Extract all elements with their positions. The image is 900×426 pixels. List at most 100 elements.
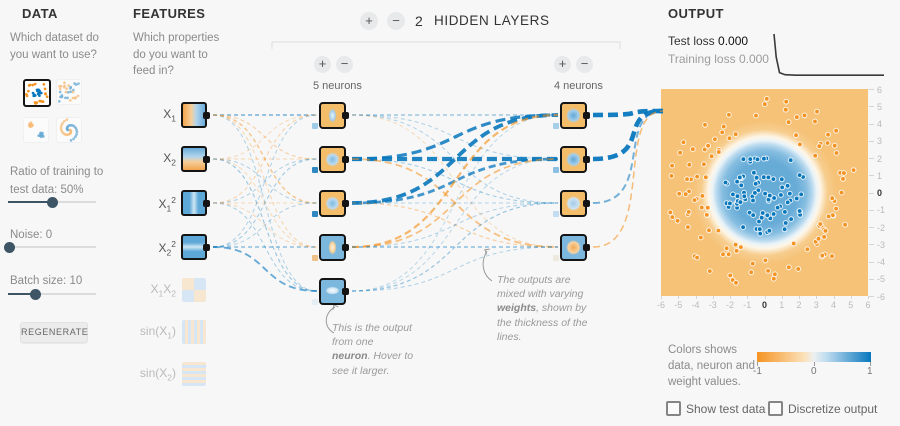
weight-connection (351, 113, 559, 249)
show-test-data-checkbox[interactable] (666, 401, 681, 416)
color-scale (757, 352, 871, 362)
y-tick-mark (869, 227, 874, 228)
dataset-gaussian[interactable] (23, 117, 49, 143)
feature-x1sq[interactable] (181, 190, 210, 216)
discretize-output-checkbox[interactable] (768, 401, 783, 416)
training-loss-value: 0.000 (738, 52, 769, 66)
neuron-output-nub (342, 244, 349, 251)
neuron-bias-square (553, 167, 559, 173)
x-tick-mark (747, 296, 749, 299)
weight-connection (592, 110, 664, 248)
x-tick-mark (712, 296, 714, 299)
dataset-exclusive-or[interactable] (56, 79, 82, 105)
slider-track-1[interactable] (4, 241, 96, 253)
slider-label-1: Noise: 0 (10, 229, 53, 241)
layer2-add-neuron-button[interactable]: + (554, 56, 571, 73)
color-scale-label-pos: 1 (867, 366, 873, 377)
hidden2-neuron-3[interactable] (553, 190, 590, 217)
layer2-neuron-count: 4 neurons (554, 80, 603, 92)
color-scale-label-neg: -1 (753, 366, 762, 377)
x-tick-label: 1 (779, 300, 785, 310)
feature-label-part: 2 (167, 372, 172, 383)
y-tick-label: 0 (877, 188, 883, 198)
hidden1-neuron-2[interactable] (312, 146, 349, 173)
slider-knob-1[interactable] (4, 241, 16, 253)
slider-track-2[interactable] (8, 288, 96, 300)
hidden1-neuron-5[interactable] (312, 278, 349, 305)
annotation-weights: The outputs are mixed with varying weigh… (497, 273, 589, 344)
neuron-bias-square (553, 255, 559, 261)
y-tick-mark (869, 175, 874, 177)
y-tick-mark (869, 123, 874, 125)
slider-track-0[interactable] (8, 196, 96, 208)
hidden1-neuron-3[interactable] (312, 190, 349, 217)
weight-connection (351, 158, 559, 292)
hidden2-neuron-4[interactable] (553, 234, 590, 261)
weight-connection (592, 108, 664, 118)
y-tick-label: -6 (877, 291, 886, 302)
x-tick-label: -6 (656, 300, 665, 310)
annotation-text: , shown by the thickness of the lines. (497, 302, 588, 343)
dataset-spiral[interactable] (56, 117, 82, 143)
hidden-layers-count: 2 (415, 13, 423, 29)
hidden-layers-label: HIDDEN LAYERS (434, 13, 550, 28)
feature-label-part: 1 (158, 288, 164, 299)
feature-x1[interactable] (181, 102, 210, 128)
feature-label-sinx1: sin(X1) (118, 324, 176, 340)
weight-connection (212, 158, 318, 248)
feature-label-part: X (158, 241, 167, 255)
feature-output-nub (203, 243, 210, 251)
x-tick-label: -2 (725, 300, 734, 310)
x-tick-mark (868, 296, 869, 299)
feature-x2[interactable] (181, 146, 210, 172)
annotation-text: This is the output from one (332, 322, 412, 349)
weight-connection (212, 114, 318, 248)
layer2-remove-neuron-button[interactable]: − (576, 56, 593, 73)
feature-label-part: sin(X (139, 324, 168, 338)
weight-connection (351, 157, 559, 205)
weight-connection (212, 158, 318, 204)
feature-sinx1[interactable] (182, 320, 206, 344)
hidden1-neuron-1[interactable] (312, 102, 349, 129)
feature-label-sinx2: sin(X2) (118, 366, 176, 382)
feature-label-x2sq: X22 (118, 239, 176, 257)
output-heading: OUTPUT (668, 6, 724, 21)
add-layer-button[interactable]: + (360, 12, 378, 30)
neuron-bias-square (312, 167, 318, 173)
slider-knob-0[interactable] (46, 196, 58, 208)
feature-label-part: ) (172, 324, 176, 338)
hidden2-neuron-2[interactable] (553, 146, 590, 173)
features-heading: FEATURES (133, 6, 206, 21)
feature-sinx2[interactable] (182, 362, 206, 386)
y-tick-label: 5 (877, 101, 883, 112)
neuron-output-nub (583, 200, 590, 207)
x-tick-label: 5 (848, 300, 854, 310)
x-tick-mark (661, 296, 662, 299)
neuron-bias-square (553, 211, 559, 217)
weight-connection (351, 202, 559, 248)
x-tick-mark (799, 296, 800, 299)
slider-knob-2[interactable] (29, 288, 41, 300)
weight-connection (351, 113, 559, 161)
x-tick-label: -4 (691, 300, 700, 310)
feature-label-part: ) (172, 366, 176, 380)
neuron-bias-square (312, 123, 318, 129)
feature-output-nub (203, 111, 210, 119)
layer1-add-neuron-button[interactable]: + (314, 56, 331, 73)
hidden1-neuron-4[interactable] (312, 234, 349, 261)
y-tick-label: -3 (877, 239, 886, 250)
neuron-output-nub (583, 244, 590, 251)
hidden2-neuron-1[interactable] (553, 102, 590, 129)
dataset-circle[interactable] (23, 79, 51, 107)
layer1-remove-neuron-button[interactable]: − (336, 56, 353, 73)
feature-x1x2[interactable] (182, 278, 206, 302)
remove-layer-button[interactable]: − (387, 12, 405, 30)
regenerate-button[interactable]: REGENERATE (20, 322, 88, 343)
feature-output-nub (203, 155, 210, 163)
legend-caption: Colors shows data, neuron and weight val… (668, 344, 755, 389)
y-tick-label: 2 (877, 153, 883, 164)
x-tick-label: 2 (796, 300, 802, 310)
feature-label-part: 2 (166, 247, 172, 258)
feature-x2sq[interactable] (181, 234, 210, 260)
